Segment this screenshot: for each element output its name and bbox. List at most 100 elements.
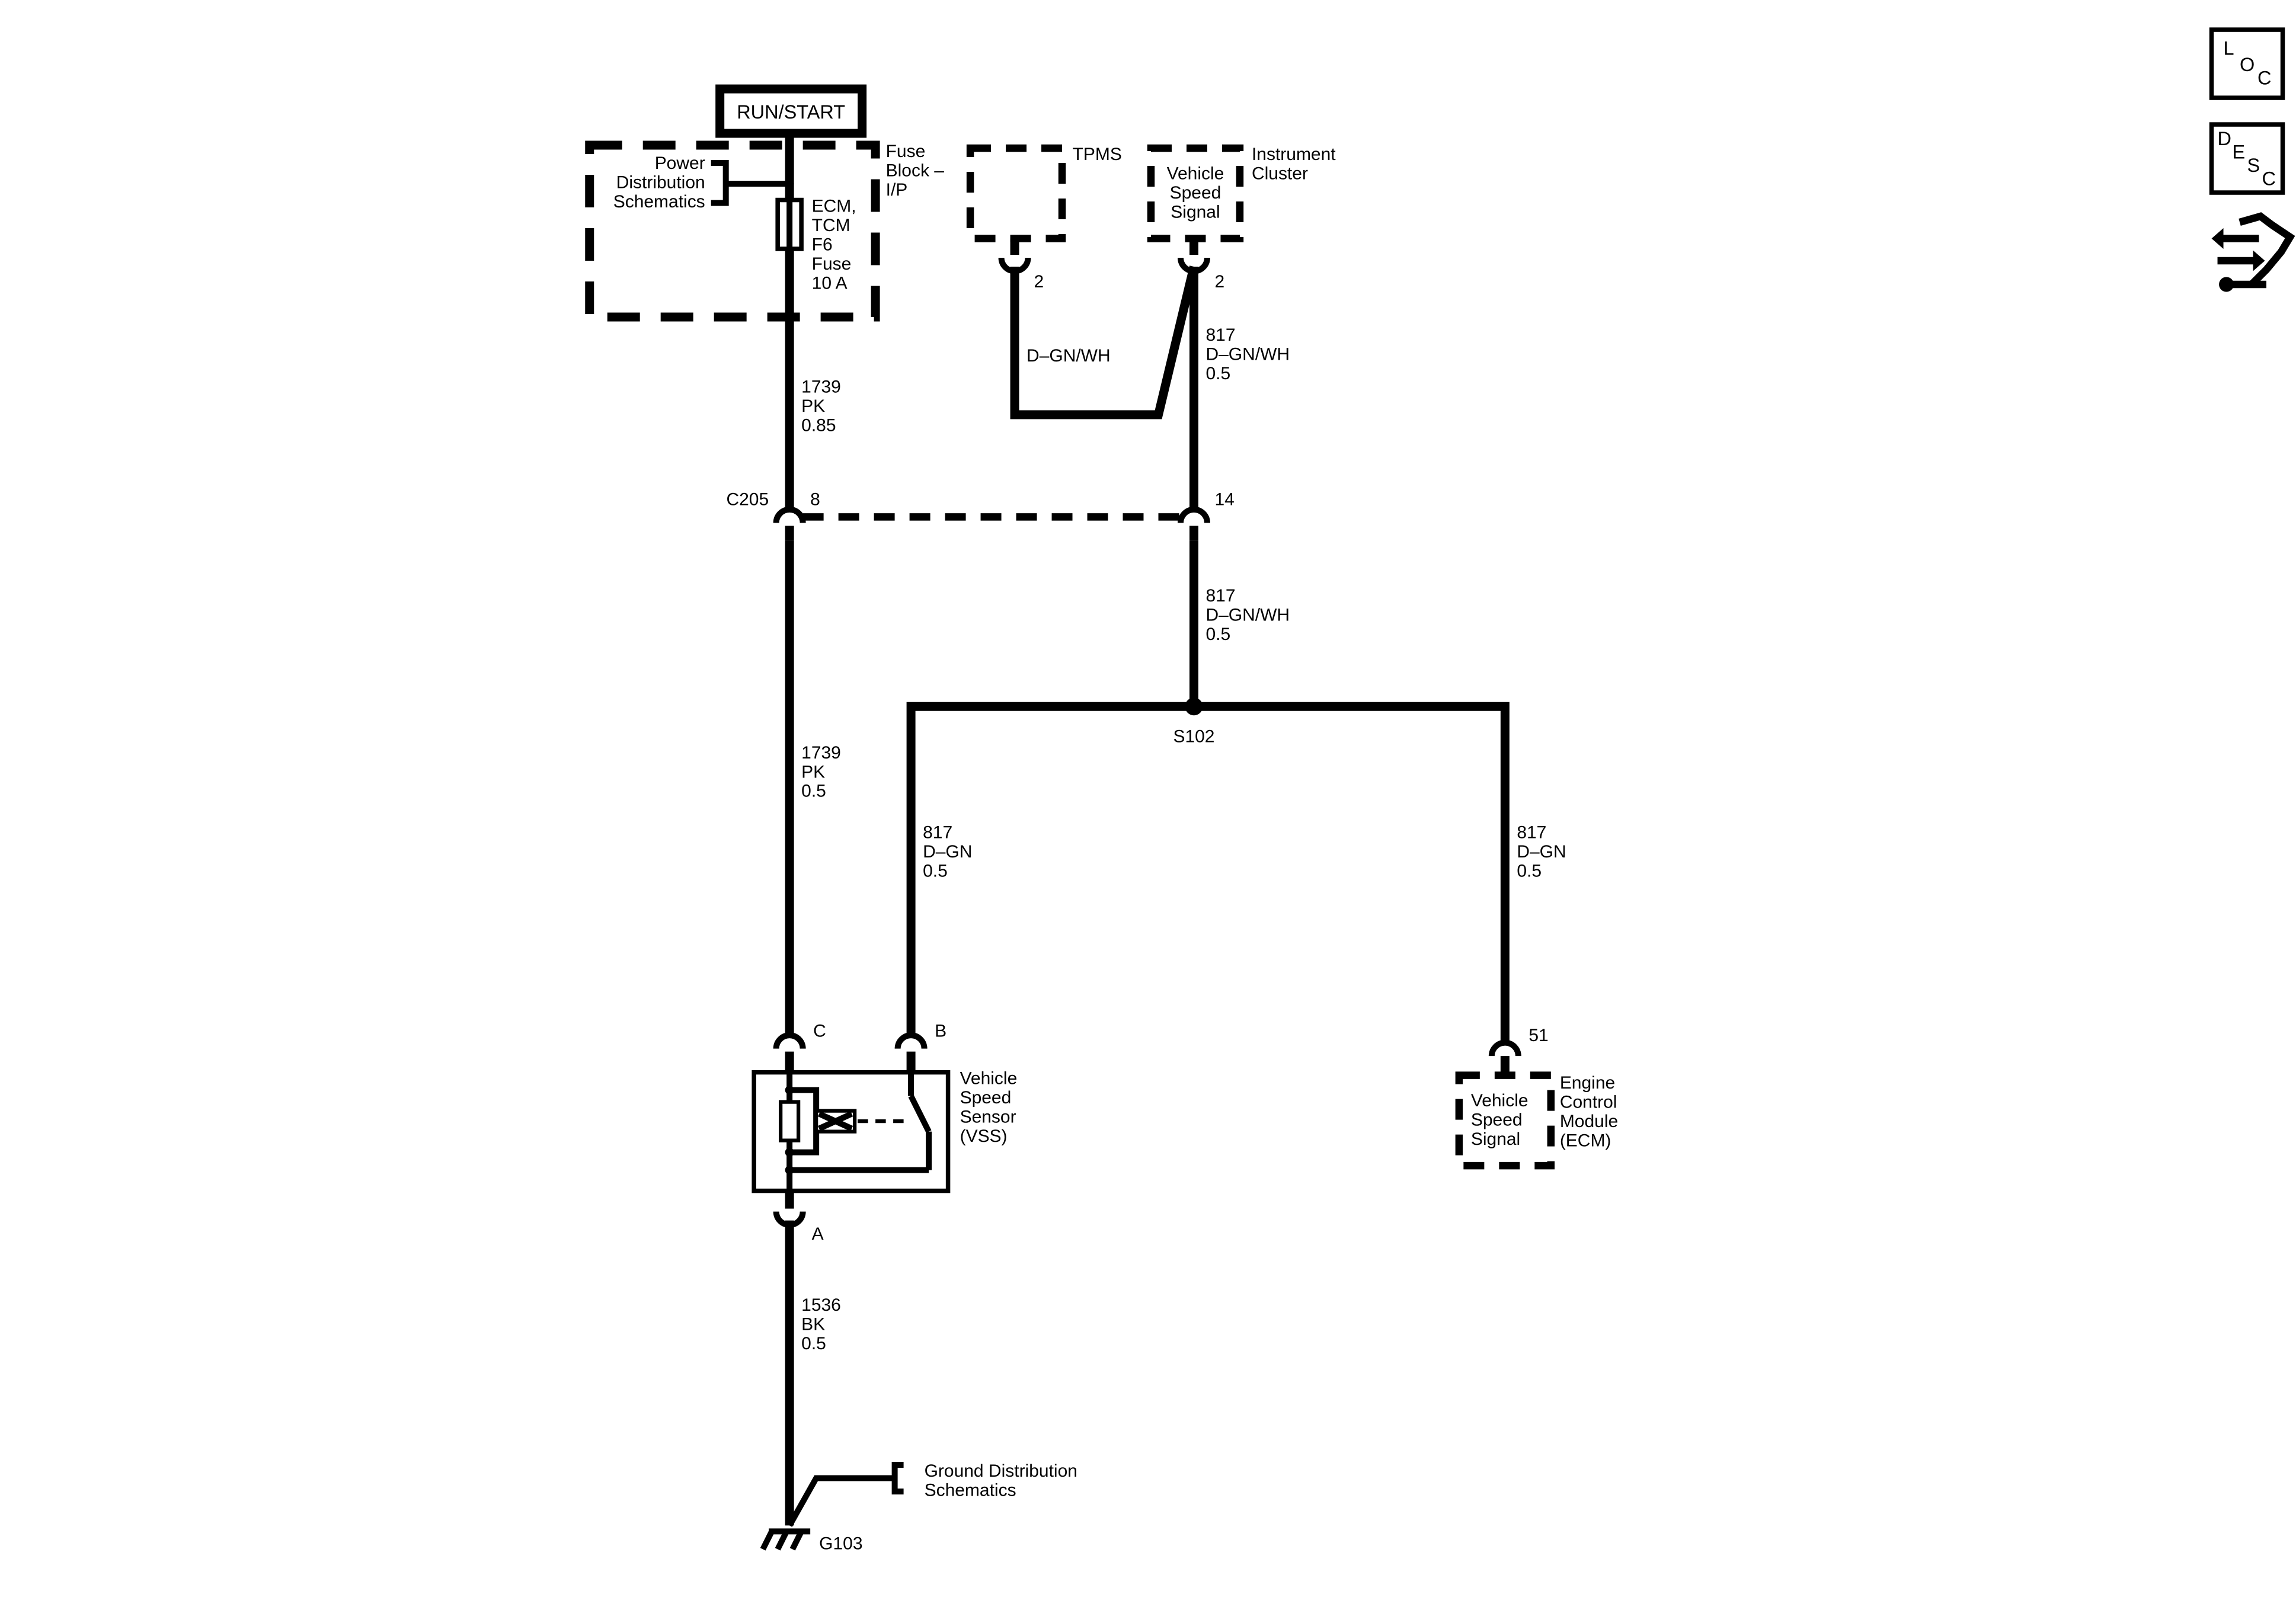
splice-s102-label: S102	[1173, 726, 1214, 746]
svg-text:Fuse: Fuse	[886, 142, 926, 161]
svg-text:0.5: 0.5	[801, 782, 826, 801]
vss-pin-c: C	[813, 1022, 826, 1041]
svg-text:Speed: Speed	[1170, 183, 1221, 203]
instrument-cluster-label: Instrument Cluster	[1252, 145, 1336, 183]
power-distribution-reference: Power Distribution Schematics	[613, 153, 794, 212]
svg-text:Sensor: Sensor	[960, 1108, 1016, 1127]
svg-text:Control: Control	[1560, 1093, 1617, 1112]
fuse-f6-label: ECM, TCM F6 Fuse 10 A	[812, 197, 856, 293]
svg-text:0.5: 0.5	[923, 862, 948, 881]
vss-pin-b: B	[935, 1022, 946, 1041]
svg-text:E: E	[2233, 142, 2246, 163]
svg-text:Power: Power	[655, 153, 705, 173]
ground-wire-label: 1536 BK 0.5	[801, 1295, 841, 1353]
svg-text:1739: 1739	[801, 377, 841, 396]
svg-text:O: O	[2240, 54, 2255, 75]
tpms-connector: 2	[998, 238, 1044, 292]
c205-label: C205	[726, 489, 769, 509]
tpms-box	[966, 144, 1066, 242]
svg-text:D: D	[2218, 128, 2231, 149]
svg-text:817: 817	[1205, 325, 1235, 345]
fuse-block-box	[585, 140, 880, 322]
svg-text:(ECM): (ECM)	[1560, 1131, 1611, 1151]
run-start-box: RUN/START	[715, 84, 867, 138]
svg-text:1536: 1536	[801, 1295, 841, 1315]
svg-text:Vehicle: Vehicle	[960, 1069, 1018, 1089]
svg-text:D–GN: D–GN	[1517, 842, 1566, 862]
vss-pin-a: A	[812, 1224, 824, 1244]
svg-text:C: C	[2262, 168, 2276, 190]
svg-text:D–GN/WH: D–GN/WH	[1205, 605, 1290, 625]
wire-1739-lower-label: 1739 PK 0.5	[801, 743, 841, 801]
svg-text:1739: 1739	[801, 743, 841, 763]
svg-text:F6: F6	[812, 235, 833, 254]
wire-817-c205-label: 817 D–GN/WH 0.5	[1205, 586, 1290, 644]
tpms-label: TPMS	[1073, 145, 1122, 164]
svg-text:Signal: Signal	[1471, 1129, 1520, 1149]
svg-text:PK: PK	[801, 762, 825, 782]
svg-text:D–GN/WH: D–GN/WH	[1205, 344, 1290, 364]
svg-text:Signal: Signal	[1171, 203, 1220, 222]
svg-text:2: 2	[1034, 272, 1044, 292]
svg-text:Vehicle: Vehicle	[1471, 1091, 1528, 1110]
tpms-wire	[1010, 265, 1198, 420]
ecm-connector: 51	[1488, 1026, 1549, 1076]
ecm-pin-51: 51	[1528, 1026, 1548, 1045]
vss-connector-a: A	[773, 1190, 824, 1244]
svg-text:2: 2	[1214, 272, 1224, 292]
svg-text:C: C	[2257, 68, 2271, 89]
svg-text:0.5: 0.5	[1517, 862, 1542, 881]
service-tool-icon[interactable]	[2211, 212, 2295, 292]
svg-text:10 A: 10 A	[812, 273, 848, 293]
ground-g103-symbol: G103	[760, 1461, 904, 1553]
svg-text:I/P: I/P	[886, 180, 908, 200]
vss-internal-circuit	[779, 1072, 932, 1191]
svg-text:Engine: Engine	[1560, 1073, 1615, 1093]
splice-s102-dot	[1185, 697, 1203, 716]
svg-text:BK: BK	[801, 1315, 825, 1334]
loc-button[interactable]: L O C	[2209, 27, 2285, 100]
svg-text:Cluster: Cluster	[1252, 164, 1308, 184]
fuse-block-label: Fuse Block – I/P	[886, 142, 945, 200]
desc-button[interactable]: D E S C	[2209, 122, 2285, 195]
svg-text:0.5: 0.5	[1205, 364, 1230, 383]
svg-text:817: 817	[1517, 823, 1546, 843]
svg-text:TCM: TCM	[812, 216, 850, 235]
svg-text:817: 817	[1205, 586, 1235, 606]
ecm-signal-label: Vehicle Speed Signal	[1471, 1091, 1528, 1149]
svg-text:Speed: Speed	[1471, 1110, 1523, 1130]
svg-text:Vehicle: Vehicle	[1167, 164, 1224, 184]
vss-connectors: C B	[773, 1022, 946, 1073]
c205-pin-8: 8	[810, 489, 820, 509]
svg-text:817: 817	[923, 823, 952, 843]
svg-text:Schematics: Schematics	[613, 192, 705, 212]
wire-1739-upper-label: 1739 PK 0.85	[801, 377, 841, 435]
svg-text:Block –: Block –	[886, 161, 945, 181]
svg-text:ECM,: ECM,	[812, 197, 856, 216]
cluster-wire-label: 817 D–GN/WH 0.5	[1205, 325, 1290, 383]
tpms-wire-label: D–GN/WH	[1027, 346, 1111, 366]
cluster-signal-label: Vehicle Speed Signal	[1167, 164, 1224, 222]
wire-817-ecm-label: 817 D–GN 0.5	[1517, 823, 1566, 881]
svg-text:0.5: 0.5	[1205, 625, 1230, 644]
ground-distribution-reference: Ground Distribution Schematics	[925, 1461, 1077, 1500]
ecm-signal-box	[1455, 1071, 1555, 1170]
svg-text:Speed: Speed	[960, 1088, 1012, 1108]
svg-text:Schematics: Schematics	[925, 1480, 1016, 1500]
svg-text:0.5: 0.5	[801, 1334, 826, 1353]
c205-pin-14: 14	[1214, 489, 1234, 509]
svg-text:Instrument: Instrument	[1252, 145, 1336, 164]
run-start-label: RUN/START	[737, 101, 845, 123]
svg-text:D–GN: D–GN	[923, 842, 972, 862]
svg-text:Ground Distribution: Ground Distribution	[925, 1461, 1077, 1481]
ecm-label: Engine Control Module (ECM)	[1560, 1073, 1618, 1150]
svg-text:Fuse: Fuse	[812, 254, 852, 274]
svg-text:0.85: 0.85	[801, 415, 836, 435]
ground-g103-label: G103	[819, 1534, 862, 1553]
svg-text:L: L	[2224, 38, 2234, 59]
splice-branch-wire	[906, 702, 1510, 1045]
connector-c205: C205 8 14	[726, 489, 1235, 541]
svg-text:Distribution: Distribution	[616, 173, 705, 193]
wire-817-vss-label: 817 D–GN 0.5	[923, 823, 972, 881]
